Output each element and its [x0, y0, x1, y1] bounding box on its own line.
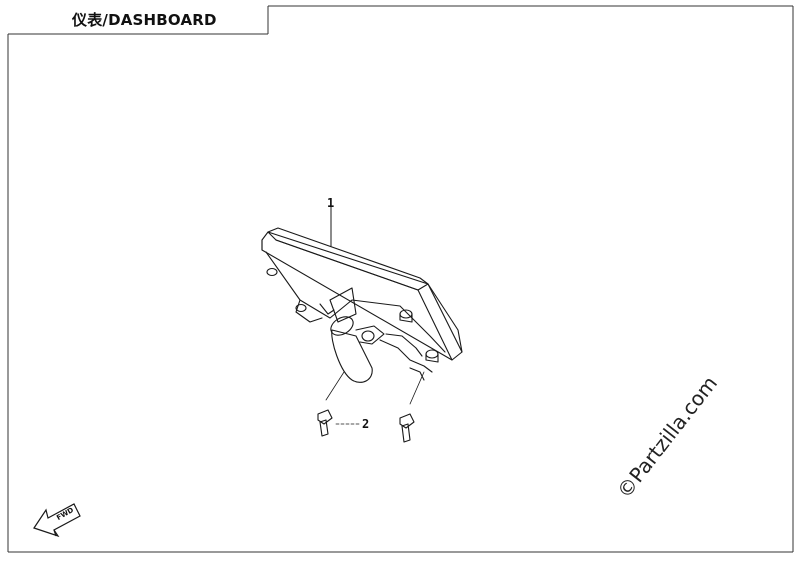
bolt-right [399, 413, 415, 443]
callout-2: 2 [362, 417, 370, 431]
bolt-left [317, 409, 333, 437]
callout-1: 1 [327, 196, 335, 210]
page-title: 仪表/DASHBOARD [72, 11, 217, 29]
connector-boot [319, 287, 433, 383]
fwd-arrow-icon [33, 503, 81, 538]
mounting-studs [266, 267, 439, 363]
dashboard-housing [261, 227, 463, 361]
